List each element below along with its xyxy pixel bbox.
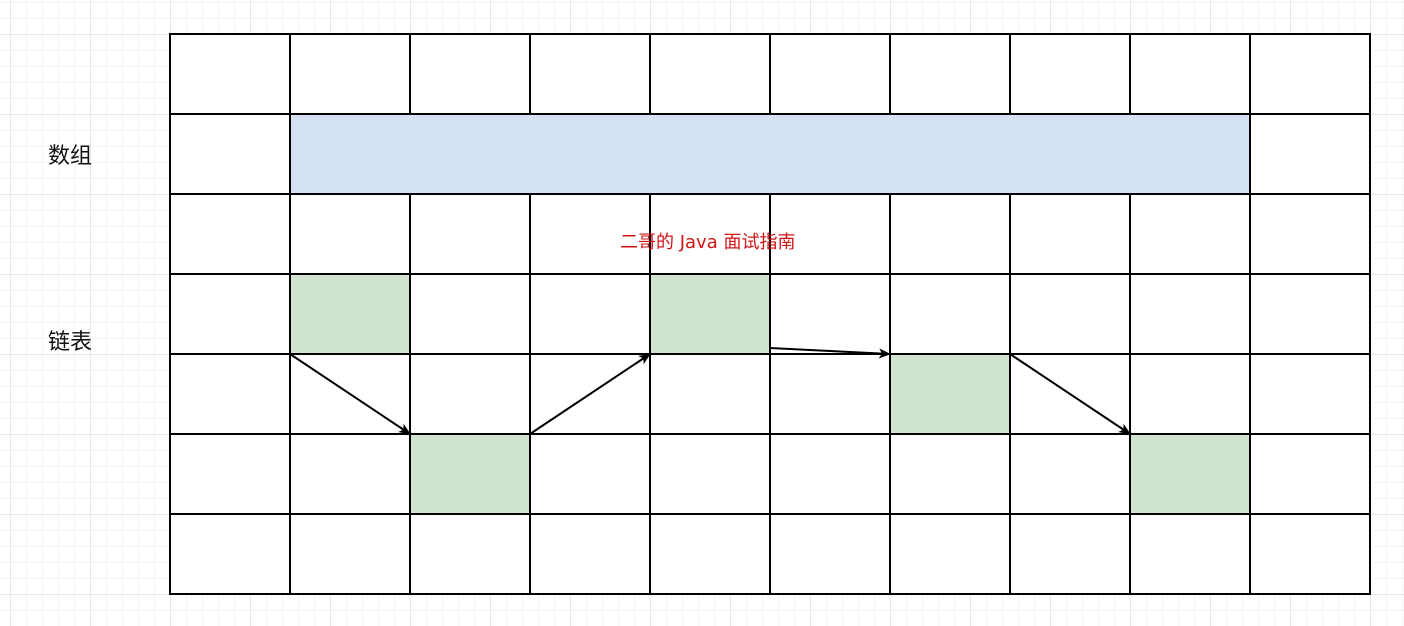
legend-linked-list: 链表 xyxy=(20,310,120,370)
legend-array: 数组 xyxy=(20,124,120,184)
legend-array-label: 数组 xyxy=(47,144,92,169)
grid-border xyxy=(169,33,1371,595)
array-block xyxy=(290,114,1250,194)
linked-list-node-4 xyxy=(890,354,1010,434)
linked-list-arrow-4 xyxy=(1009,353,1131,435)
linked-list-node-3 xyxy=(650,274,770,354)
linked-list-node-5 xyxy=(1130,434,1250,514)
watermark-text: 二哥的 Java 面试指南 xyxy=(620,232,796,253)
legend-linked-list-label: 链表 xyxy=(47,330,92,355)
linked-list-node-2 xyxy=(410,434,530,514)
linked-list-node-1 xyxy=(290,274,410,354)
linked-list-arrow-3 xyxy=(769,347,891,359)
linked-list-arrow-2 xyxy=(529,353,651,435)
linked-list-arrow-1 xyxy=(289,353,411,435)
